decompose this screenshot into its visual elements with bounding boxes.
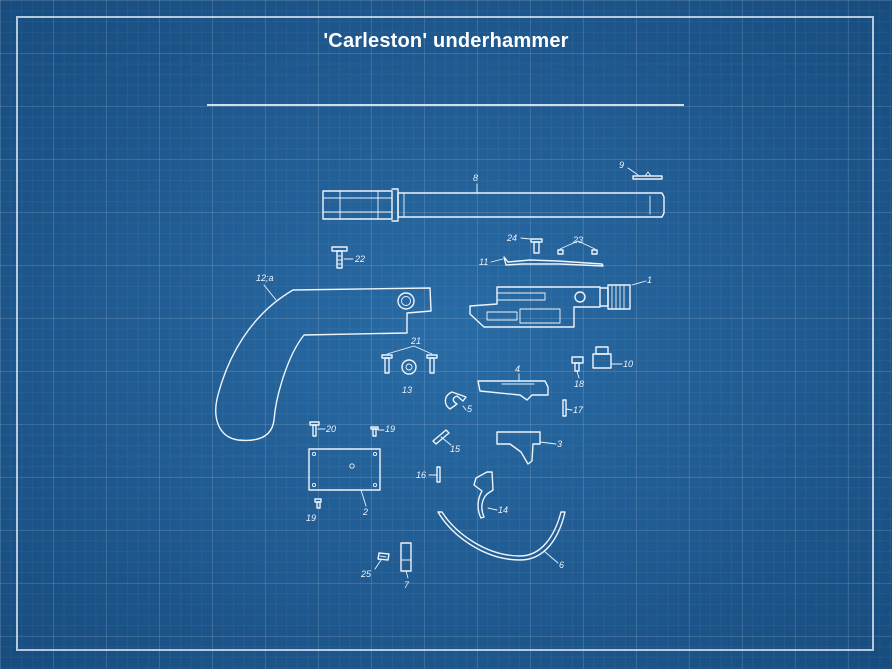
label-4: 4 (515, 364, 520, 374)
label-19-lower: 19 (306, 513, 316, 523)
part-15-link (432, 429, 452, 446)
part-5-clip (444, 391, 467, 411)
part-12-grip (215, 284, 432, 442)
label-19-upper: 19 (385, 424, 395, 434)
label-8: 8 (473, 173, 478, 183)
part-3-trigger-block (496, 431, 557, 465)
label-13: 13 (402, 385, 412, 395)
title-underline (207, 104, 684, 106)
part-13-nut (401, 359, 417, 375)
label-22: 22 (354, 254, 365, 264)
label-1: 1 (647, 275, 652, 285)
drawing-title: 'Carleston' underhammer (323, 30, 569, 52)
label-3: 3 (557, 439, 562, 449)
label-14: 14 (498, 505, 508, 515)
part-21-screws (381, 345, 438, 374)
part-19-screw-upper (370, 426, 385, 437)
part-14-trigger (473, 471, 498, 519)
label-7: 7 (404, 580, 410, 590)
part-20-screw (309, 421, 326, 437)
part-22-screw (331, 246, 354, 269)
part-16-pin (428, 466, 441, 483)
label-18: 18 (574, 379, 584, 389)
part-6-trigger-guard (437, 511, 566, 564)
part-10-nipple (592, 346, 623, 369)
label-24: 24 (506, 233, 517, 243)
part-24-screw (520, 237, 543, 254)
label-10: 10 (623, 359, 633, 369)
label-5: 5 (467, 404, 473, 414)
label-17: 17 (573, 405, 584, 415)
part-7-block (400, 542, 412, 579)
part-1-receiver (469, 280, 647, 328)
label-6: 6 (559, 560, 564, 570)
label-12: 12;a (256, 273, 274, 283)
label-20: 20 (325, 424, 336, 434)
part-9-front-sight (627, 167, 663, 180)
label-23: 23 (572, 235, 583, 245)
label-15: 15 (450, 444, 461, 454)
part-19-screw-lower (314, 498, 322, 509)
label-11: 11 (479, 257, 488, 267)
part-4-hammer (477, 373, 549, 401)
part-23-screws (557, 240, 598, 255)
part-18-pin (571, 356, 584, 379)
label-16: 16 (416, 470, 426, 480)
label-21: 21 (410, 336, 421, 346)
label-2: 2 (362, 507, 368, 517)
label-25: 25 (360, 569, 372, 579)
part-8-barrel (322, 183, 665, 222)
part-2-side-plate (308, 448, 381, 507)
label-9: 9 (619, 160, 624, 170)
part-25-screw (374, 552, 390, 570)
part-17-pin (562, 399, 573, 417)
part-11-spring (490, 256, 604, 267)
